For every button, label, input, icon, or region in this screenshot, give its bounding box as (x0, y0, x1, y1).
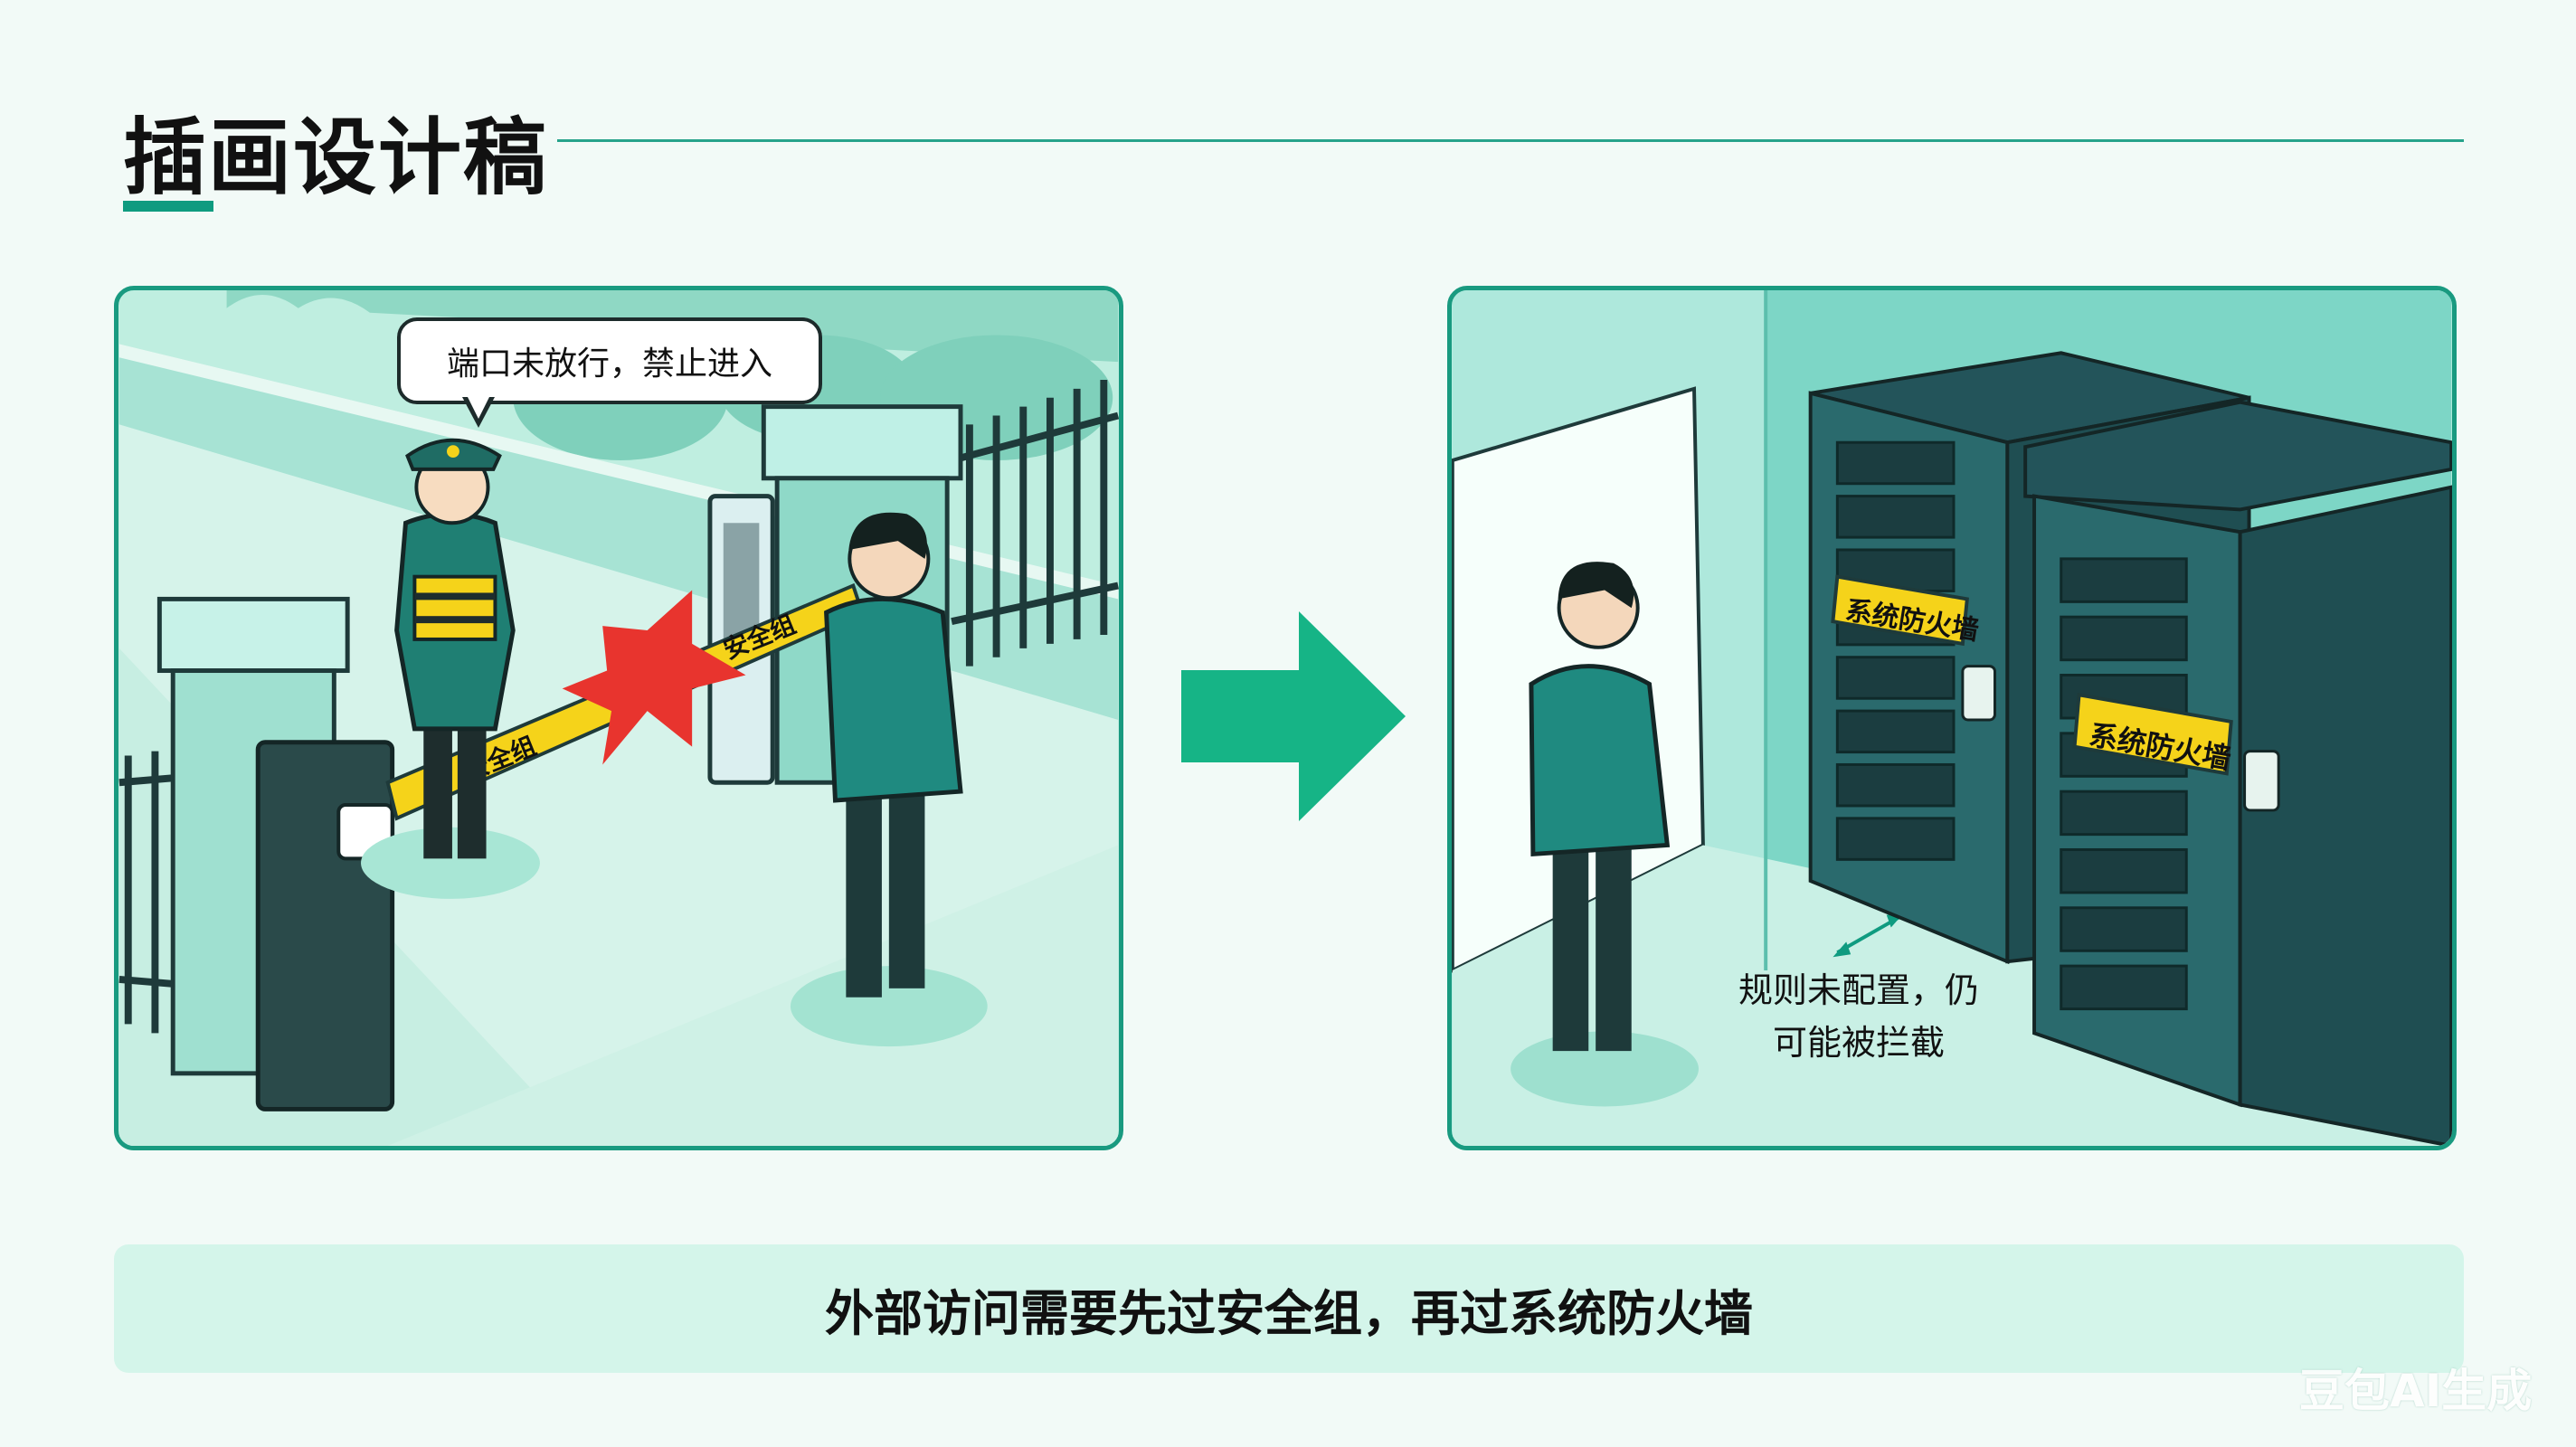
title-underline (123, 201, 213, 212)
page-title: 插画设计稿 (123, 109, 549, 206)
speech-bubble: 端口未放行，禁止进入 (397, 317, 822, 404)
ai-watermark: 豆包AI生成 (2299, 1365, 2533, 1417)
gate-scene: 安全组 安全组 (118, 290, 1119, 1146)
right-arrow-icon (1181, 611, 1406, 821)
red-alert-star-icon (562, 590, 746, 765)
security-group-illustration: 安全组 安全组 端口未放行，禁止进入 (114, 286, 1123, 1150)
warning-caption: 规则未配置，仍 可能被拦截 (1687, 964, 2031, 1069)
caption-line: 可能被拦截 (1772, 1023, 1945, 1063)
rack-units (1835, 440, 1956, 861)
summary-banner: 外部访问需要先过安全组，再过系统防火墙 (114, 1244, 2464, 1373)
server-room-scene: 系统防火墙 系统防火墙 (1452, 290, 2452, 1146)
system-firewall-illustration: 系统防火墙 系统防火墙 规则未配置，仍 可能被拦截 (1447, 286, 2457, 1150)
caption-line: 规则未配置，仍 (1738, 970, 1979, 1010)
title-divider (557, 139, 2464, 142)
